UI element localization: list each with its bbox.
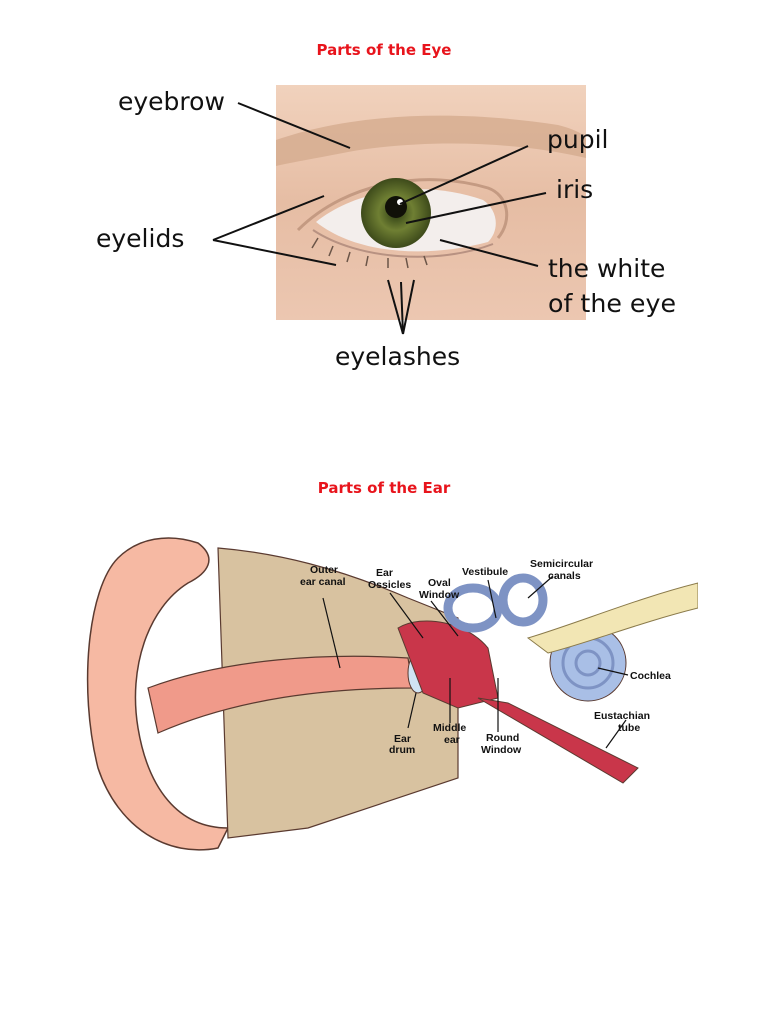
label-ear-ossicles-2: Ossicles bbox=[368, 579, 411, 591]
ear-section-heading: Parts of the Ear bbox=[317, 479, 451, 497]
label-ear-drum-1: Ear bbox=[394, 733, 411, 745]
label-outer-ear-canal-1: Outer bbox=[310, 564, 338, 576]
label-round-window-2: Window bbox=[481, 744, 522, 756]
label-middle-ear-2: ear bbox=[444, 734, 460, 746]
label-ear-ossicles-1: Ear bbox=[376, 567, 393, 579]
label-outer-ear-canal-2: ear canal bbox=[300, 576, 346, 588]
ear-diagram: Outer ear canal Ear Ossicles Oval Window… bbox=[86, 537, 698, 851]
eye-leader-lines bbox=[212, 102, 547, 335]
eye-diagram: eyebrow pupil iris eyelids the white of … bbox=[96, 85, 676, 371]
label-iris: iris bbox=[556, 175, 593, 204]
label-eyelashes: eyelashes bbox=[335, 342, 460, 371]
label-cochlea: Cochlea bbox=[630, 670, 671, 682]
label-eustachian-1: Eustachian bbox=[594, 710, 650, 722]
pupil-shape bbox=[385, 196, 407, 218]
label-pupil: pupil bbox=[547, 125, 608, 154]
label-vestibule: Vestibule bbox=[462, 566, 508, 578]
semicircular-canals-shape bbox=[443, 573, 548, 633]
lower-eyelid-shape bbox=[312, 229, 494, 258]
label-oval-window-1: Oval bbox=[428, 577, 451, 589]
label-round-window-1: Round bbox=[486, 732, 519, 744]
label-white-line1: the white bbox=[548, 254, 665, 283]
auditory-nerve bbox=[526, 582, 698, 654]
label-semicircular-1: Semicircular bbox=[530, 558, 593, 570]
label-ear-drum-2: drum bbox=[389, 744, 415, 756]
label-eyelids: eyelids bbox=[96, 224, 184, 253]
eye-section-heading: Parts of the Eye bbox=[316, 41, 452, 59]
label-middle-ear-1: Middle bbox=[433, 722, 466, 734]
eyebrow-shape bbox=[276, 115, 586, 166]
label-eustachian-2: tube bbox=[618, 722, 640, 734]
label-semicircular-2: canals bbox=[548, 570, 581, 582]
label-white-line2: of the eye bbox=[548, 289, 676, 318]
label-oval-window-2: Window bbox=[419, 589, 460, 601]
upper-eyelid-shape bbox=[296, 178, 509, 239]
eyelash-strokes bbox=[311, 237, 428, 269]
label-eyebrow: eyebrow bbox=[118, 87, 225, 116]
outer-ear-pinna bbox=[86, 537, 230, 851]
ear-leader-lines bbox=[322, 575, 629, 749]
